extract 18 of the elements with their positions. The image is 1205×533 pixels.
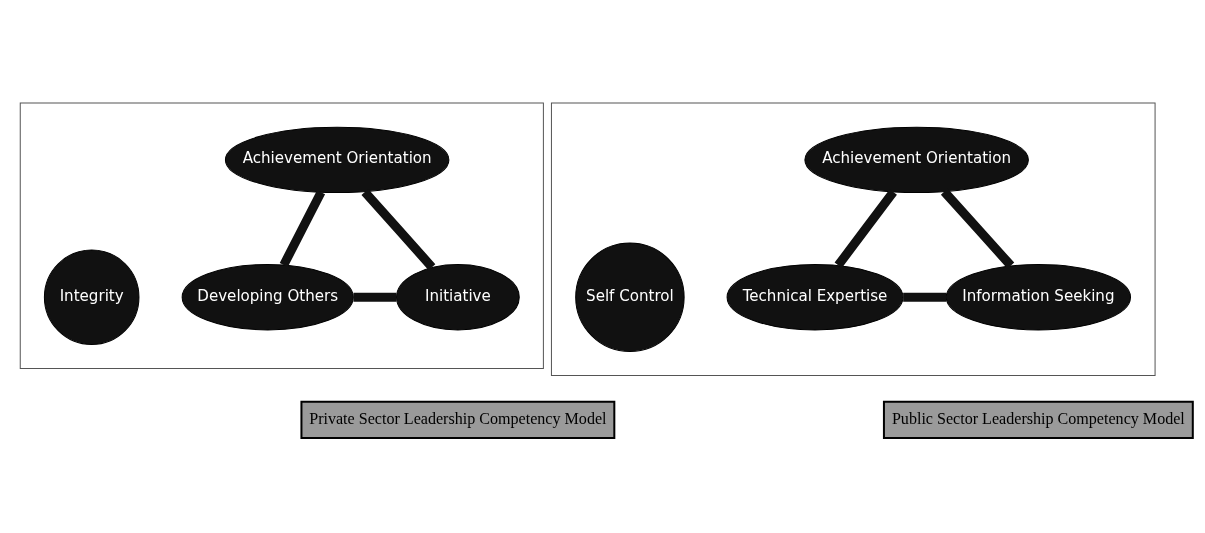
- connector: [903, 292, 947, 302]
- connector: [834, 189, 897, 268]
- node-ellipse: Achievement Orientation: [804, 126, 1029, 194]
- connector: [940, 188, 1015, 269]
- connector: [279, 190, 326, 268]
- node-ellipse: Developing Others: [181, 264, 354, 331]
- cluster: [19, 102, 544, 370]
- node-ellipse: Achievement Orientation: [224, 126, 450, 194]
- node-ellipse: Information Seeking: [945, 264, 1131, 331]
- node-box: Public Sector Leadership Competency Model: [882, 400, 1194, 439]
- cluster: [550, 102, 1156, 377]
- node-circle: Self Control: [575, 242, 685, 352]
- node-ellipse: Technical Expertise: [726, 264, 904, 331]
- node-box: Private Sector Leadership Competency Model: [300, 400, 616, 439]
- node-circle: Integrity: [43, 249, 140, 345]
- connector: [361, 188, 436, 271]
- connector: [353, 292, 397, 302]
- node-ellipse: Initiative: [396, 264, 520, 331]
